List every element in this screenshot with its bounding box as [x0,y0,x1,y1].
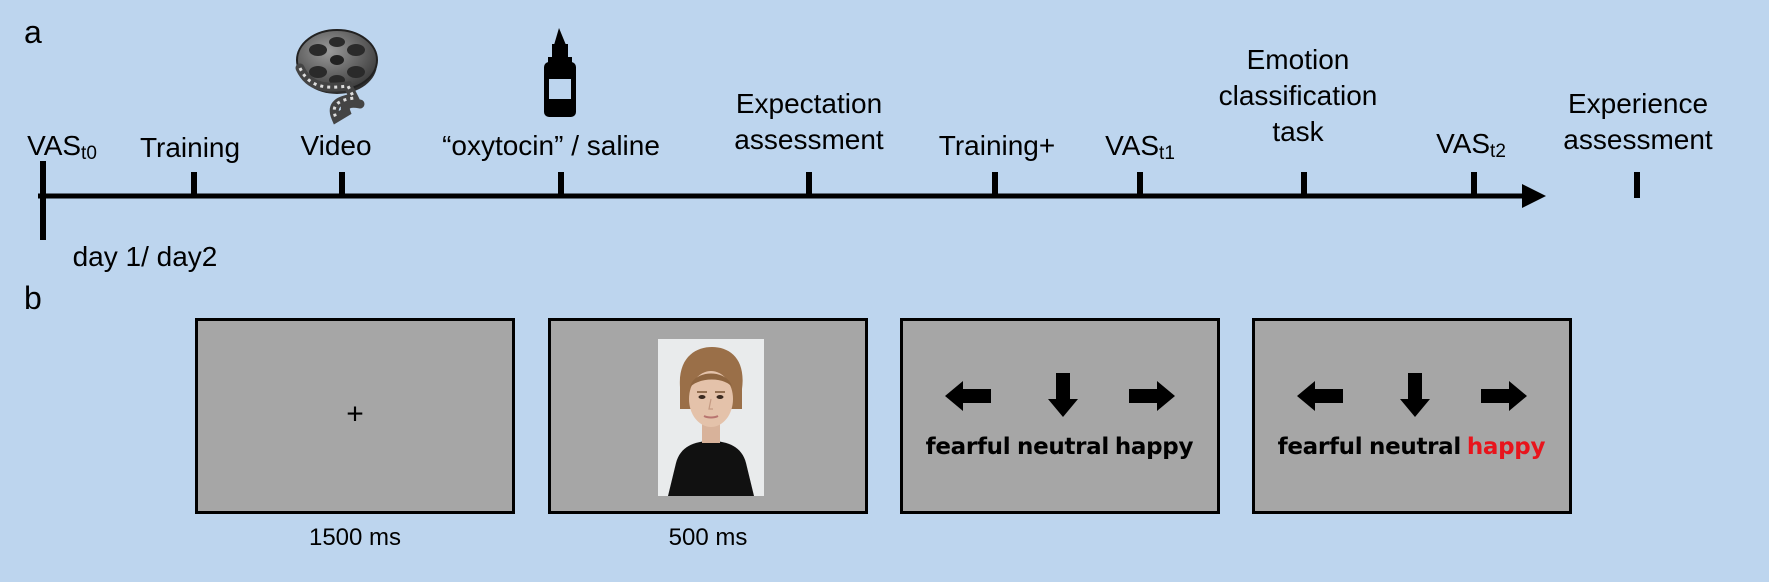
response-neutral: neutral [1369,434,1461,460]
event-label-vas-t2: VASt2 [1436,128,1506,162]
event-label-vas-t1: VASt1 [1105,130,1175,164]
event-label-emotion-line3: task [1272,116,1324,147]
response-happy-selected: happy [1466,434,1546,460]
timeline-arrowhead [1522,184,1546,208]
start-note: day 1/ day2 [72,241,218,272]
duration-fixation: 1500 ms [308,524,402,551]
screen-fixation: + [195,318,515,514]
event-label-experience-line2: assessment [1563,124,1713,155]
event-label-spray: “oxytocin” / saline [442,130,660,161]
face-photo [658,339,764,496]
film-reel-icon [295,29,378,125]
fixation-cross: + [346,397,364,431]
response-fearful: fearful [925,434,1011,460]
response-neutral: neutral [1017,434,1109,460]
event-label-training: Training [139,132,241,163]
down-arrow-icon [1400,373,1430,417]
response-fearful: fearful [1277,434,1363,460]
event-label-expectation: Expectation assessment [734,86,883,158]
screen-face [548,318,868,514]
event-label-vas-t0: VASt0 [27,130,97,164]
left-arrow-icon [945,381,991,411]
event-label-emotion-task: Emotion classification task [1219,42,1378,150]
screen-feedback: fearful neutral happy [1252,318,1572,514]
event-label-emotion-line2: classification [1218,80,1378,111]
panel-a-letter: a [24,14,42,50]
event-label-training-plus: Training+ [938,130,1056,161]
screen-response: fearful neutral happy [900,318,1220,514]
event-label-experience-line1: Experience [1567,88,1709,119]
panel-b-letter: b [24,280,42,316]
response-happy: happy [1114,434,1194,460]
event-label-expectation-line2: assessment [734,124,884,155]
left-arrow-icon [1297,381,1343,411]
event-label-video: Video [300,130,372,161]
down-arrow-icon [1048,373,1078,417]
nasal-spray-bottle-icon [544,28,576,117]
event-label-emotion-line1: Emotion [1246,44,1350,75]
right-arrow-icon [1481,381,1527,411]
duration-face: 500 ms [668,524,748,551]
event-label-experience: Experience assessment [1563,86,1712,158]
right-arrow-icon [1129,381,1175,411]
event-label-expectation-line1: Expectation [735,88,883,119]
